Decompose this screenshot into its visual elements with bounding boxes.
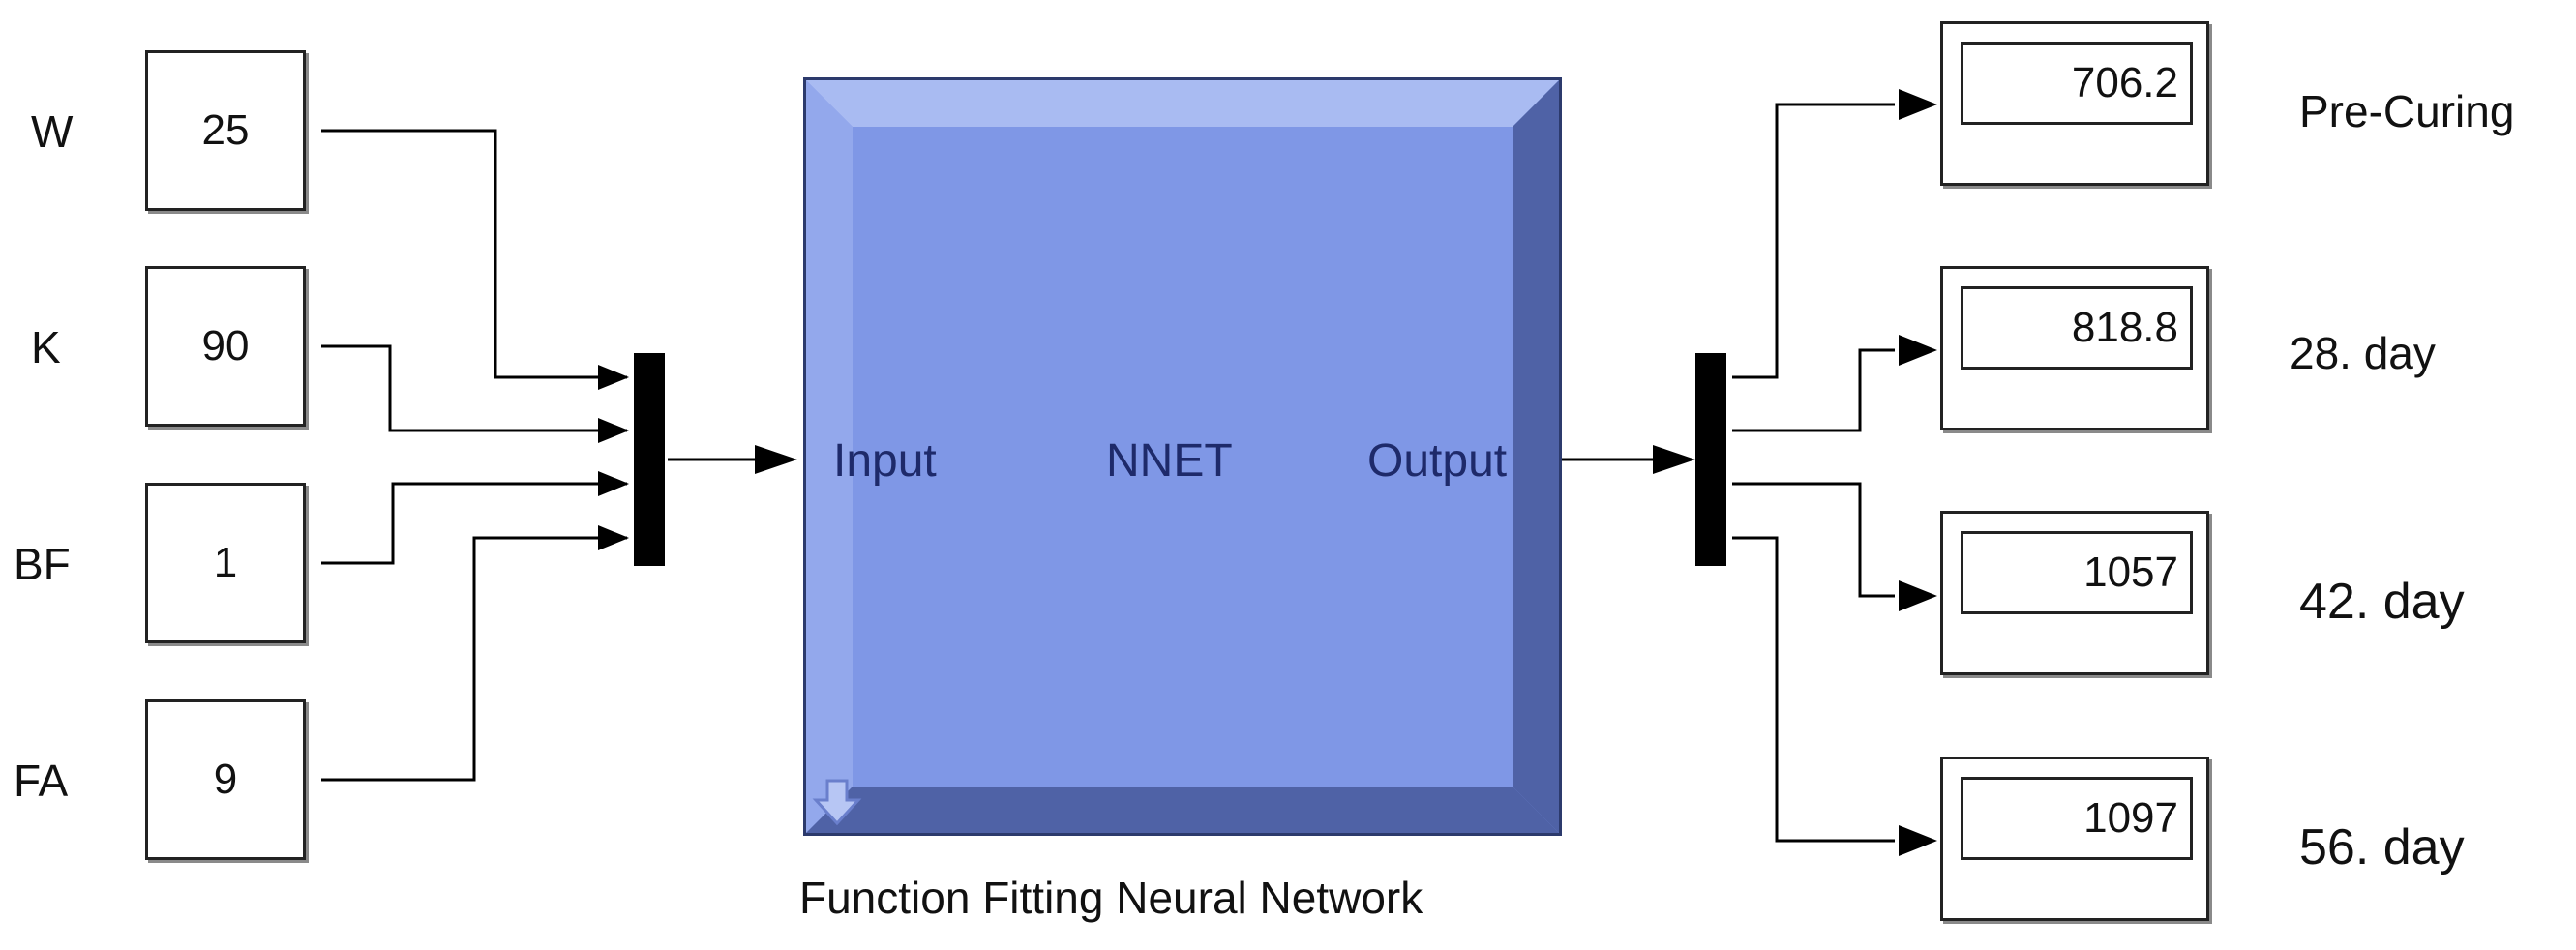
wire-w (321, 129, 627, 379)
arrow-display-2 (1899, 335, 1937, 366)
arrow-demux-in (1653, 445, 1695, 474)
nnet-block[interactable]: Input NNET Output (803, 77, 1562, 836)
download-arrow-icon (812, 779, 862, 826)
constant-block-k[interactable]: 90 (145, 266, 306, 427)
wire-bf (321, 482, 627, 565)
arrow-display-4 (1899, 825, 1937, 856)
arrow-display-3 (1899, 580, 1937, 611)
display-block-42day[interactable]: 1057 (1940, 511, 2209, 675)
nnet-input-port: Input (833, 435, 937, 487)
display-value: 1057 (2083, 549, 2178, 596)
display-value: 818.8 (2071, 304, 2178, 351)
display-field: 1097 (1961, 777, 2193, 860)
arrow-mux-1 (598, 365, 629, 390)
input-label-w: W (31, 106, 74, 157)
arrow-nnet-in (755, 445, 797, 474)
wire-28day (1732, 348, 1895, 432)
output-label-56day: 56. day (2299, 819, 2465, 876)
constant-block-fa[interactable]: 9 (145, 699, 306, 860)
wire-56day (1732, 536, 1895, 843)
wire-precuring (1732, 103, 1895, 379)
output-label-precuring: Pre-Curing (2299, 86, 2515, 136)
input-label-fa: FA (14, 756, 69, 806)
display-field: 818.8 (1961, 286, 2193, 370)
nnet-bevel (806, 80, 1559, 833)
nnet-name: NNET (1106, 435, 1233, 487)
nnet-caption: Function Fitting Neural Network (799, 873, 1423, 923)
demux-block[interactable] (1695, 353, 1726, 566)
wire-fa (321, 536, 627, 782)
display-value: 1097 (2083, 794, 2178, 842)
display-field: 706.2 (1961, 42, 2193, 125)
output-label-42day: 42. day (2299, 574, 2465, 630)
arrow-mux-4 (598, 525, 629, 550)
wire-k (321, 344, 627, 432)
constant-value: 25 (201, 106, 250, 154)
nnet-output-port: Output (1367, 435, 1508, 487)
constant-block-bf[interactable]: 1 (145, 483, 306, 643)
arrow-display-1 (1899, 89, 1937, 120)
constant-value: 1 (213, 539, 238, 586)
mux-block[interactable] (634, 353, 665, 566)
display-block-56day[interactable]: 1097 (1940, 757, 2209, 921)
display-value: 706.2 (2071, 59, 2178, 106)
constant-block-w[interactable]: 25 (145, 50, 306, 211)
arrow-mux-2 (598, 418, 629, 443)
input-label-k: K (31, 322, 61, 372)
constant-value: 9 (213, 756, 238, 803)
display-block-precuring[interactable]: 706.2 (1940, 21, 2209, 186)
display-field: 1057 (1961, 531, 2193, 614)
wire-42day (1732, 482, 1895, 598)
display-block-28day[interactable]: 818.8 (1940, 266, 2209, 430)
arrow-mux-3 (598, 471, 629, 496)
input-label-bf: BF (14, 539, 71, 589)
output-label-28day: 28. day (2290, 328, 2436, 378)
constant-value: 90 (201, 322, 250, 370)
